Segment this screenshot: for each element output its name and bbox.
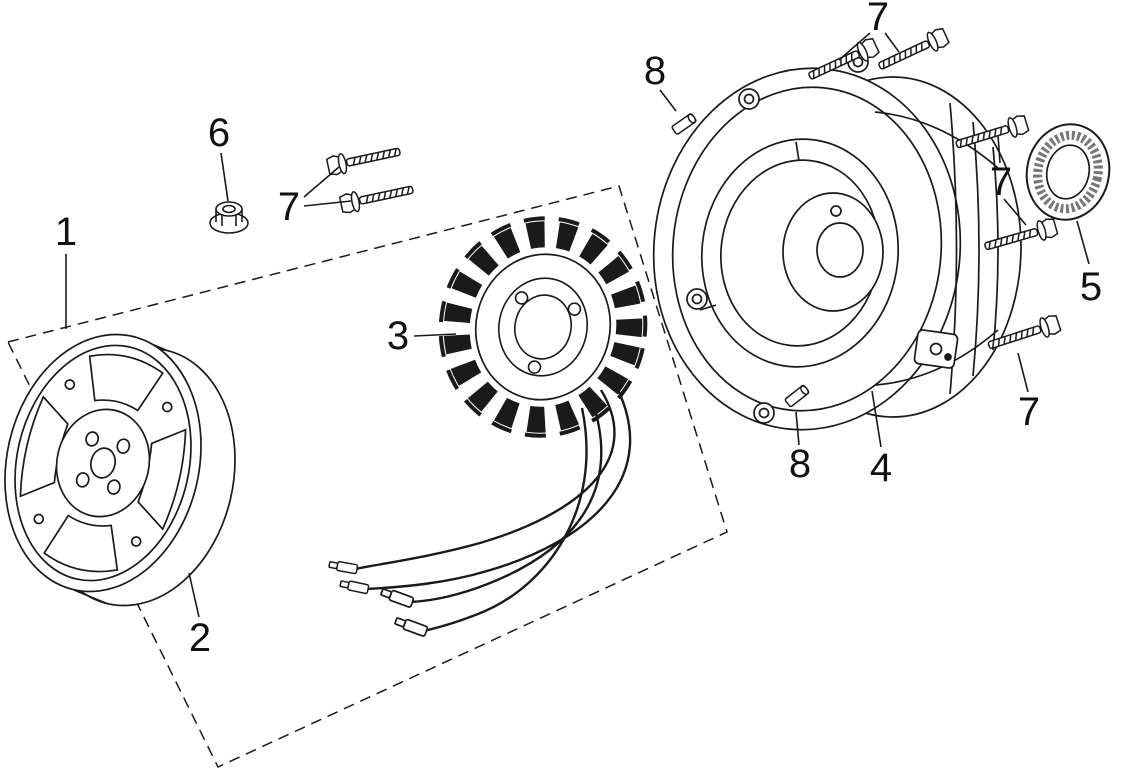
- seal-ring: [1025, 123, 1111, 221]
- part-label-7-upper-right: 7: [866, 0, 890, 39]
- leader-7c-1: [997, 134, 1001, 164]
- flywheel-rivet: [33, 513, 45, 525]
- part-label-5: 5: [1079, 265, 1103, 309]
- cover-dot: [944, 353, 952, 361]
- part-label-7-upper-left: 7: [277, 185, 301, 229]
- flywheel-drum-edge-bottom: [73, 589, 109, 605]
- part-label-1: 1: [54, 210, 78, 254]
- cover-flange-inner: [671, 86, 943, 412]
- stator-wire: [365, 377, 632, 591]
- leader-8a: [659, 89, 677, 112]
- leader-7c-2: [1003, 198, 1027, 226]
- cover-tab-hole: [929, 342, 943, 356]
- nut-body: [215, 209, 243, 226]
- stator-teeth: [443, 221, 643, 433]
- part-label-4: 4: [869, 446, 893, 490]
- seal-inner: [1045, 144, 1091, 200]
- stator-wire: [423, 407, 588, 633]
- cover-bolt-hole: [743, 93, 755, 105]
- cover-bolt-hole: [758, 407, 770, 419]
- wire-terminal: [393, 615, 429, 638]
- leader-lines: [65, 32, 1090, 618]
- flywheel-cutout-bottom: [43, 514, 119, 573]
- cover-rib: [992, 146, 999, 351]
- stator-bore: [514, 294, 572, 360]
- cover-bore: [816, 222, 864, 278]
- leader-7b-1: [838, 32, 871, 61]
- part-label-7-lower-right: 7: [1017, 390, 1041, 434]
- cover-bolt-hole: [691, 293, 703, 305]
- stator-wire: [409, 399, 603, 604]
- stator: [438, 216, 648, 438]
- flywheel-rivet: [130, 536, 142, 547]
- stator-wire: [354, 389, 616, 571]
- flywheel-hub-hole: [75, 472, 90, 488]
- leader-4: [871, 390, 882, 448]
- stator-mount-hole: [527, 360, 542, 374]
- stator-tooth-tips: [438, 216, 648, 438]
- part-label-3: 3: [386, 314, 410, 358]
- flywheel-hub-hole: [106, 479, 121, 495]
- nut-hole: [222, 204, 236, 214]
- wire-terminals: [327, 559, 429, 638]
- crankcase-cover: [652, 51, 1022, 431]
- flywheel-hub-hole: [116, 438, 131, 454]
- part-label-7-right: 7: [989, 160, 1013, 204]
- part-label-8-lower: 8: [788, 442, 812, 486]
- leader-7d: [1017, 352, 1029, 393]
- leader-5: [1076, 220, 1090, 265]
- part-label-2: 2: [188, 616, 212, 660]
- cover-pilot-hole: [830, 205, 842, 217]
- flywheel-hub-hole: [85, 431, 100, 447]
- assembly-boundary: [6, 185, 728, 768]
- part-label-8-upper: 8: [643, 49, 667, 93]
- cover-gusset: [699, 141, 800, 311]
- flywheel-cutout-top: [88, 353, 164, 412]
- cover-rib: [972, 121, 980, 377]
- flywheel-center-hole: [89, 447, 117, 479]
- leader-8b: [795, 411, 800, 446]
- part-label-6: 6: [207, 111, 231, 155]
- cover-band-top: [874, 111, 999, 169]
- leader-2: [188, 572, 200, 618]
- leader-7b-2: [884, 32, 900, 53]
- stator-wires: [354, 377, 632, 633]
- flange-bolt-upper-left-1: [325, 140, 403, 178]
- stator-plate: [497, 277, 589, 377]
- cover-band-bottom: [874, 329, 999, 386]
- flange-bolt-upper-left-2: [338, 178, 416, 216]
- flywheel-rivet: [161, 401, 173, 413]
- wire-terminal: [338, 578, 370, 595]
- flange-nut: [209, 201, 249, 234]
- flywheel-rotor: [4, 333, 236, 607]
- wire-terminal: [379, 586, 415, 609]
- stator-mount-hole: [567, 302, 582, 316]
- leader-7a-1: [303, 166, 340, 198]
- flywheel-rivet: [64, 379, 76, 390]
- leader-6: [220, 152, 229, 202]
- wire-terminal: [327, 559, 359, 575]
- leader-3: [413, 333, 457, 337]
- leader-7a-2: [303, 200, 352, 207]
- stator-mount-hole: [514, 291, 529, 305]
- seal-band: [1033, 130, 1103, 214]
- flywheel-face-inner-rim: [14, 344, 192, 582]
